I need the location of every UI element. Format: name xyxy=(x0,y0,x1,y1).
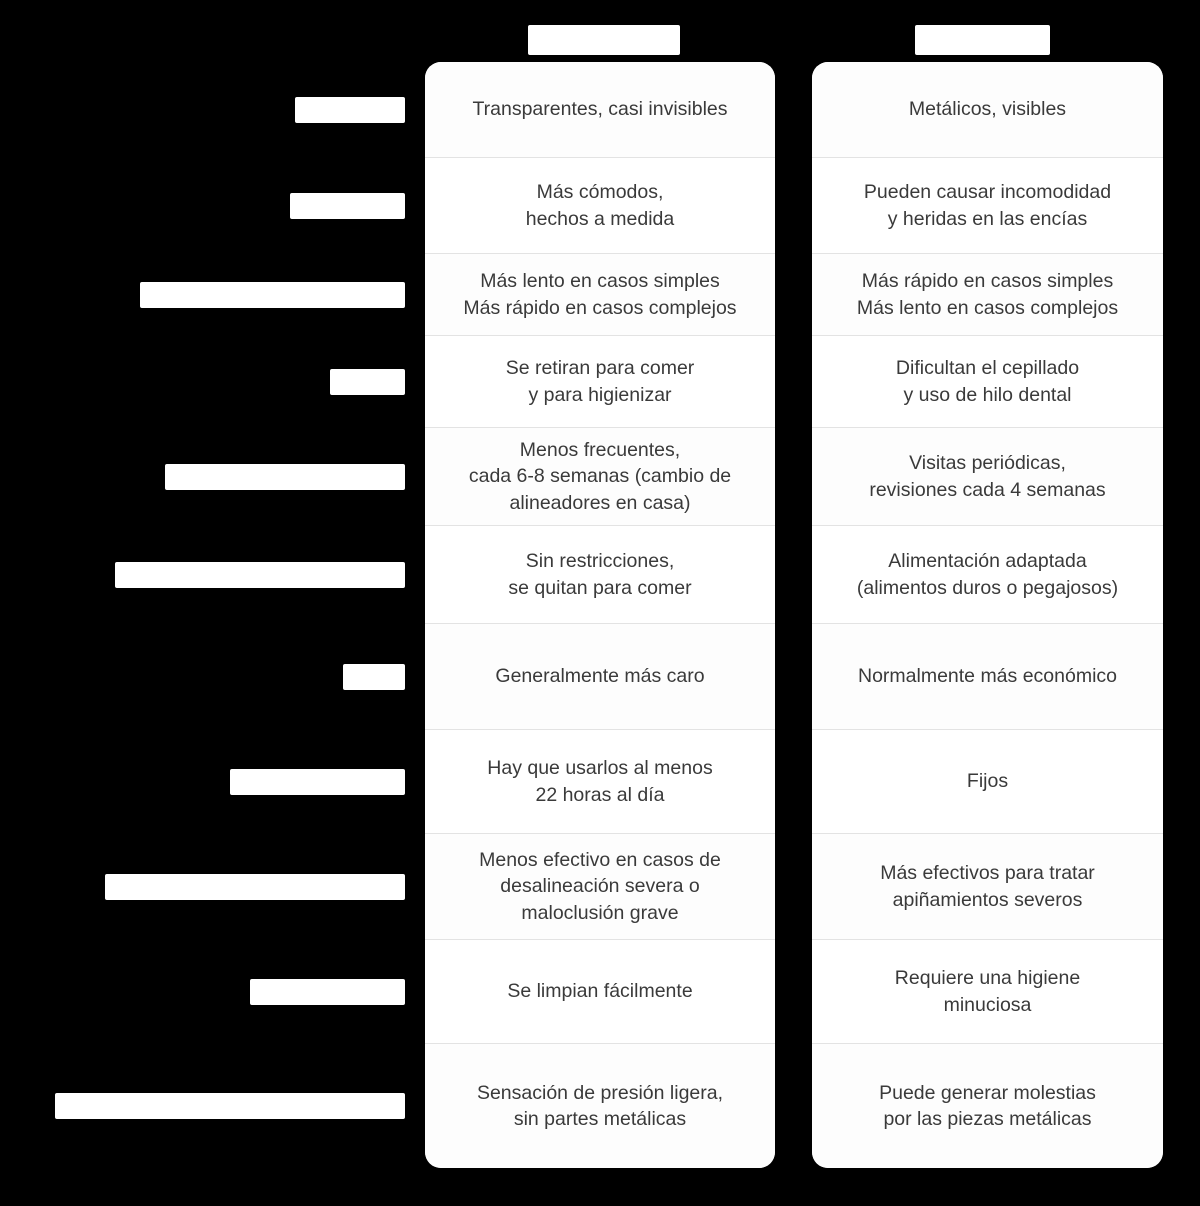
cell-braces-price: Normalmente más económico xyxy=(812,624,1163,730)
cell-aligners-price: Generalmente más caro xyxy=(425,624,775,730)
cell-braces-appearance: Metálicos, visibles xyxy=(812,62,1163,158)
cell-braces-diet: Alimentación adaptada (alimentos duros o… xyxy=(812,526,1163,624)
row-label-sensation xyxy=(55,1093,405,1119)
row-label-cell xyxy=(0,624,415,730)
cell-aligners-wear-time: Hay que usarlos al menos 22 horas al día xyxy=(425,730,775,834)
row-label-visits xyxy=(165,464,405,490)
cell-aligners-visits: Menos frecuentes, cada 6-8 semanas (camb… xyxy=(425,428,775,526)
cell-braces-visits: Visitas periódicas, revisiones cada 4 se… xyxy=(812,428,1163,526)
row-label-price xyxy=(343,664,405,690)
row-label-diet xyxy=(115,562,405,588)
row-label-effectiveness xyxy=(105,874,405,900)
row-label-appearance xyxy=(295,97,405,123)
row-label-cell xyxy=(0,1044,415,1168)
row-label-cell xyxy=(0,730,415,834)
row-label-comfort xyxy=(290,193,405,219)
cell-aligners-comfort: Más cómodos, hechos a medida xyxy=(425,158,775,254)
row-label-cell xyxy=(0,62,415,158)
row-label-cell xyxy=(0,336,415,428)
row-label-cleaning xyxy=(250,979,405,1005)
row-label-column xyxy=(0,62,415,1168)
row-label-wear-time xyxy=(230,769,405,795)
cell-aligners-treatment-time: Más lento en casos simples Más rápido en… xyxy=(425,254,775,336)
cell-braces-hygiene: Dificultan el cepillado y uso de hilo de… xyxy=(812,336,1163,428)
cell-aligners-hygiene: Se retiran para comer y para higienizar xyxy=(425,336,775,428)
column-header-braces xyxy=(915,25,1050,55)
cell-braces-effectiveness: Más efectivos para tratar apiñamientos s… xyxy=(812,834,1163,940)
row-label-treatment-time xyxy=(140,282,405,308)
comparison-card-braces: Metálicos, visibles Pueden causar incomo… xyxy=(812,62,1163,1168)
row-label-cell xyxy=(0,526,415,624)
row-label-cell xyxy=(0,254,415,336)
cell-braces-treatment-time: Más rápido en casos simples Más lento en… xyxy=(812,254,1163,336)
cell-braces-wear-time: Fijos xyxy=(812,730,1163,834)
cell-aligners-cleaning: Se limpian fácilmente xyxy=(425,940,775,1044)
row-label-cell xyxy=(0,428,415,526)
cell-aligners-sensation: Sensación de presión ligera, sin partes … xyxy=(425,1044,775,1168)
cell-aligners-appearance: Transparentes, casi invisibles xyxy=(425,62,775,158)
cell-braces-comfort: Pueden causar incomodidad y heridas en l… xyxy=(812,158,1163,254)
comparison-card-aligners: Transparentes, casi invisibles Más cómod… xyxy=(425,62,775,1168)
column-header-aligners xyxy=(528,25,680,55)
cell-braces-cleaning: Requiere una higiene minuciosa xyxy=(812,940,1163,1044)
cell-braces-sensation: Puede generar molestias por las piezas m… xyxy=(812,1044,1163,1168)
table-header-row xyxy=(0,0,1200,62)
cell-aligners-effectiveness: Menos efectivo en casos de desalineación… xyxy=(425,834,775,940)
row-label-cell xyxy=(0,940,415,1044)
cell-aligners-diet: Sin restricciones, se quitan para comer xyxy=(425,526,775,624)
row-label-hygiene xyxy=(330,369,405,395)
row-label-cell xyxy=(0,834,415,940)
row-label-cell xyxy=(0,158,415,254)
